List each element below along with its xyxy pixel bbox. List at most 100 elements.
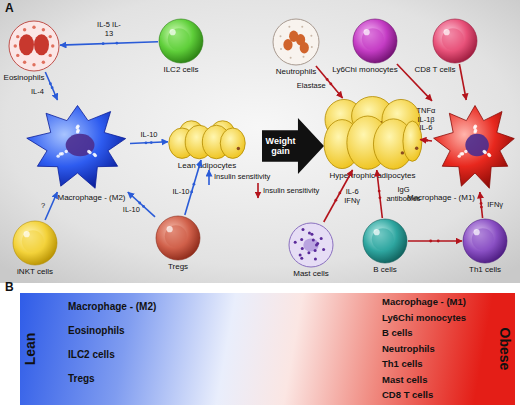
arrow-text: Weight gain xyxy=(263,136,298,156)
panel-letter: B xyxy=(5,281,14,295)
cytokine-dot xyxy=(102,42,105,45)
signal-arrow xyxy=(480,192,483,218)
cell-part xyxy=(312,239,315,242)
panel-letter: A xyxy=(5,2,14,16)
signal-arrow xyxy=(185,160,201,215)
cell-part xyxy=(170,29,176,35)
cell-label: Macrophage - (M1) xyxy=(407,193,475,202)
cell-label-group: Hypertrophic adipocytes xyxy=(330,171,416,180)
cell-label-group: B cells xyxy=(373,265,397,274)
cell-label-group: Lean adipocytes xyxy=(178,161,236,170)
b-cell-art xyxy=(362,218,408,264)
cytokine-dot xyxy=(49,82,52,85)
cell-part xyxy=(280,48,282,50)
cell-label: Macrophage - (M2) xyxy=(57,193,125,202)
cell-part xyxy=(42,61,45,64)
cell-part xyxy=(49,35,52,38)
cell-part xyxy=(459,152,462,155)
cell-part xyxy=(463,219,507,263)
cell-part xyxy=(465,134,489,157)
m1-macrophage: Macrophage - (M1) xyxy=(432,100,518,192)
eosinophil-cell: Eosinophils xyxy=(8,20,60,72)
cell-label: ILC2 cells xyxy=(163,65,198,74)
obese-cell-item: B cells xyxy=(382,327,413,339)
cd8-t-cell: CD8 T cells xyxy=(432,18,478,64)
effect-note: Insulin sensitivity xyxy=(214,172,270,181)
cell-part xyxy=(32,63,35,66)
cell-part xyxy=(374,229,380,235)
cytokine-dot xyxy=(378,190,381,193)
cell-part xyxy=(301,26,303,28)
signal-arrow xyxy=(377,170,383,218)
cell-label-group: CD8 T cells xyxy=(414,65,455,74)
cell-label: Neutrophils xyxy=(276,67,316,76)
cell-part xyxy=(34,34,49,55)
cell-part xyxy=(65,150,68,153)
cell-part xyxy=(300,238,303,241)
cell-label: B cells xyxy=(373,265,397,274)
cytokine-dot xyxy=(326,78,329,81)
cell-part xyxy=(472,228,494,250)
cell-part xyxy=(303,56,305,58)
m1-macrophage-art xyxy=(432,100,518,192)
cytokine-dot xyxy=(190,191,193,194)
mast-cell: Mast cells xyxy=(288,222,334,268)
signal-arrow xyxy=(420,140,432,141)
cell-part xyxy=(76,129,79,132)
mast-cell-art xyxy=(288,222,334,268)
cell-label-group: Macrophage - (M1) xyxy=(407,193,475,202)
cell-part xyxy=(415,147,418,150)
cell-label-group: Tregs xyxy=(168,262,188,271)
cell-label-group: Mast cells xyxy=(293,269,329,278)
cell-part xyxy=(300,42,309,54)
cell-part xyxy=(444,29,450,35)
cd8-t-cell-art xyxy=(432,18,478,64)
neutrophil-cell-art xyxy=(272,18,320,66)
effect-note: Insulin sensitivity xyxy=(263,186,319,195)
signal-arrow xyxy=(128,192,155,217)
cell-label: Tregs xyxy=(168,262,188,271)
ilc2-cell: ILC2 cells xyxy=(158,18,204,64)
cytokine-label: IL-10 xyxy=(116,206,146,215)
cell-part xyxy=(362,28,384,50)
cell-part xyxy=(320,237,323,240)
cell-part xyxy=(401,151,404,154)
cytokine-dot xyxy=(138,202,141,205)
cytokine-dot xyxy=(142,205,145,208)
treg-cell: Tregs xyxy=(155,215,201,261)
cell-part xyxy=(433,19,477,63)
cytokine-label: TNFα IL-1β IL-6 xyxy=(414,108,438,134)
cell-label-group: Ly6Chi monocytes xyxy=(332,65,398,74)
cell-part xyxy=(13,221,57,265)
cell-part xyxy=(273,19,319,65)
insulin-down-arrow xyxy=(257,183,259,198)
monocyte-cell: Ly6Chi monocytes xyxy=(352,18,398,64)
obese-cell-item: CD8 T cells xyxy=(382,389,433,401)
cell-part xyxy=(51,44,54,47)
cell-part xyxy=(32,26,35,29)
cell-part xyxy=(307,251,310,254)
signal-arrow xyxy=(459,64,466,100)
cell-part xyxy=(488,154,491,157)
cell-part xyxy=(290,57,292,59)
cytokine-dot xyxy=(193,183,196,186)
cell-part xyxy=(168,28,190,50)
cell-part xyxy=(279,35,281,37)
ilc2-cell-art xyxy=(158,18,204,64)
cytokine-dot xyxy=(51,86,54,89)
cell-part xyxy=(23,28,26,31)
cell-part xyxy=(364,29,370,35)
cell-part xyxy=(474,129,477,132)
lean-adipocytes-art xyxy=(168,120,246,160)
cell-label-group: Macrophage - (M2) xyxy=(57,193,125,202)
cytokine-dot xyxy=(150,141,153,144)
cytokine-label: IL-10 xyxy=(134,130,164,139)
cell-label: Hypertrophic adipocytes xyxy=(330,171,416,180)
obese-cell-item: Th1 cells xyxy=(382,358,423,370)
signal-arrow xyxy=(60,42,158,45)
cell-part xyxy=(314,258,317,261)
